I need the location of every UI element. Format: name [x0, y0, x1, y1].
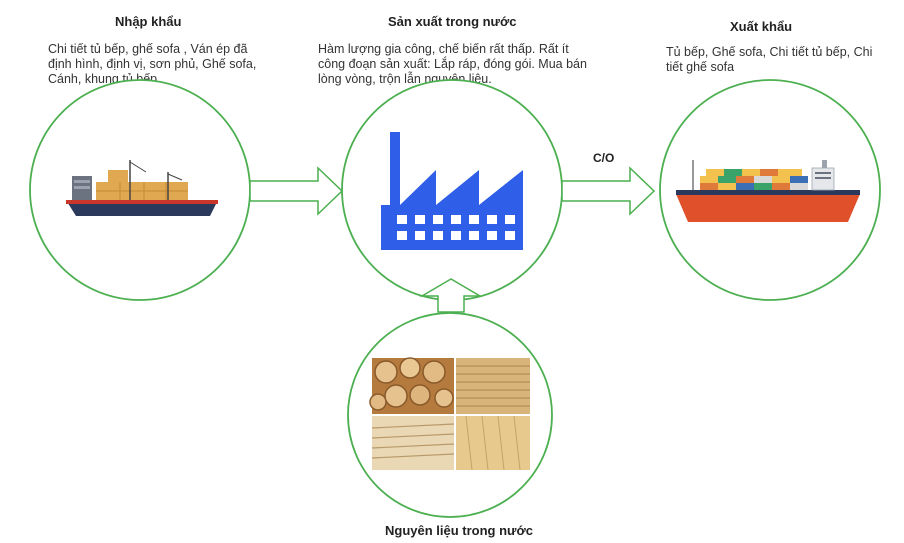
- arrow-production-to-export: [561, 166, 656, 216]
- wood-materials-icon: [369, 357, 530, 471]
- export-description: Tủ bếp, Ghế sofa, Chi tiết tủ bếp, Chi t…: [666, 45, 873, 74]
- export-title: Xuất khẩu: [730, 19, 793, 34]
- materials-circle: [347, 312, 553, 518]
- production-circle: [341, 79, 563, 301]
- materials-title: Nguyên liệu trong nước: [385, 523, 533, 538]
- co-label: C/O: [593, 151, 614, 165]
- cargo-ship-icon: [66, 160, 218, 216]
- arrow-import-to-production: [249, 166, 344, 216]
- factory-icon: [381, 132, 523, 250]
- import-title: Nhập khẩu: [115, 14, 182, 29]
- production-title: Sản xuất trong nước: [388, 14, 517, 29]
- container-ship-icon: [676, 160, 860, 222]
- import-description: Chi tiết tủ bếp, ghế sofa , Ván ép đã đị…: [48, 42, 257, 86]
- arrow-materials-to-production: [419, 278, 483, 313]
